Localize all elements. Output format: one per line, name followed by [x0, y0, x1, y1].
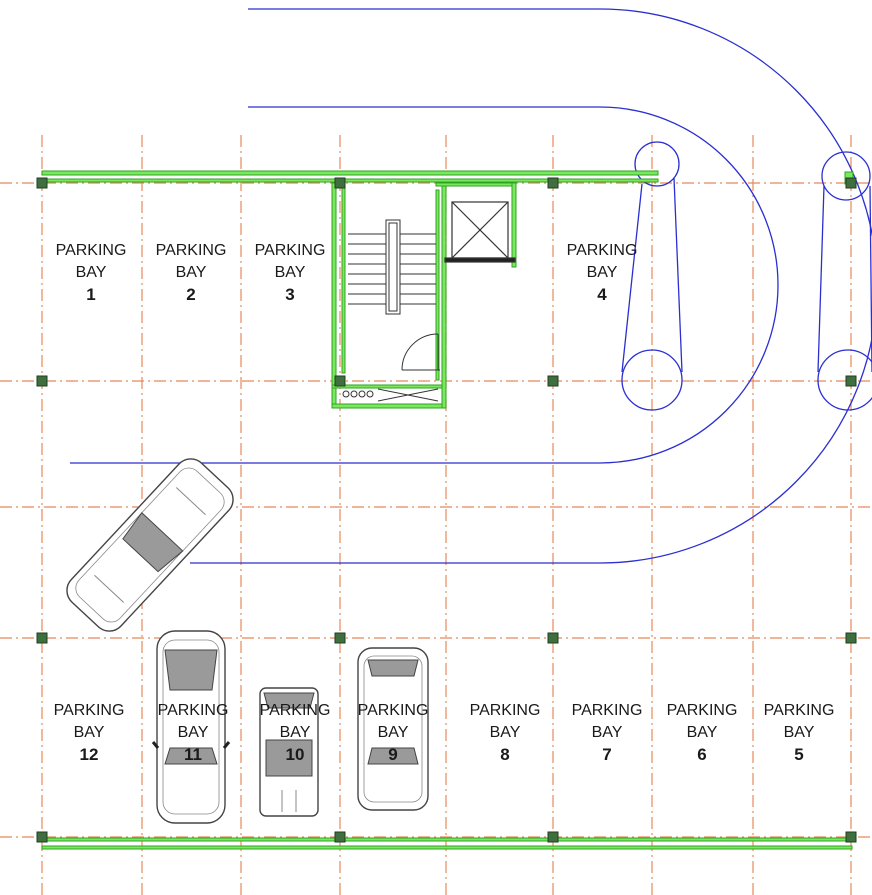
bay-word-parking: PARKING [254, 242, 326, 259]
bay-word-bay: BAY [175, 264, 207, 281]
bay-word-parking: PARKING [155, 242, 227, 259]
parking-bay-11-label: PARKING BAY 11 [138, 700, 248, 766]
bay-number: 9 [388, 745, 398, 764]
car-icon-angled [66, 458, 234, 632]
bay-number: 7 [602, 745, 612, 764]
parking-bay-1-label: PARKING BAY 1 [36, 240, 146, 306]
parking-bay-3-label: PARKING BAY 3 [235, 240, 345, 306]
stair-treads [348, 219, 436, 315]
bay-word-bay: BAY [783, 724, 815, 741]
car-icon-bay-10 [259, 687, 319, 817]
parking-bay-7-label: PARKING BAY 7 [552, 700, 662, 766]
bay-word-bay: BAY [75, 264, 107, 281]
parking-bay-10-label: PARKING BAY 10 [240, 700, 350, 766]
lift-icon [444, 201, 516, 263]
bay-word-bay: BAY [686, 724, 718, 741]
columns [36, 177, 857, 843]
parking-bay-5-label: PARKING BAY 5 [744, 700, 854, 766]
bay-word-parking: PARKING [357, 702, 429, 719]
bay-word-bay: BAY [591, 724, 623, 741]
car-icon-bay-9 [357, 647, 429, 811]
bay-number: 3 [285, 285, 295, 304]
bay-word-parking: PARKING [666, 702, 738, 719]
walls [41, 170, 854, 850]
bay-number: 8 [500, 745, 510, 764]
bay-word-parking: PARKING [55, 242, 127, 259]
bay-word-parking: PARKING [157, 702, 229, 719]
bay-number: 2 [186, 285, 196, 304]
bay-word-bay: BAY [279, 724, 311, 741]
ramp-path [70, 8, 872, 564]
bay-word-bay: BAY [73, 724, 105, 741]
bay-number: 6 [697, 745, 707, 764]
bay-number: 5 [794, 745, 804, 764]
bay-word-bay: BAY [586, 264, 618, 281]
bay-word-parking: PARKING [566, 242, 638, 259]
bay-word-parking: PARKING [571, 702, 643, 719]
bay-word-parking: PARKING [763, 702, 835, 719]
bay-number: 11 [184, 745, 202, 764]
bay-word-bay: BAY [489, 724, 521, 741]
bay-number: 1 [86, 285, 96, 304]
duct-icon [342, 388, 439, 402]
parking-bay-4-label: PARKING BAY 4 [547, 240, 657, 306]
bay-word-parking: PARKING [469, 702, 541, 719]
bay-word-parking: PARKING [53, 702, 125, 719]
parking-bay-9-label: PARKING BAY 9 [338, 700, 448, 766]
parking-bay-2-label: PARKING BAY 2 [136, 240, 246, 306]
car-icon-bay-11 [151, 630, 231, 824]
parking-bay-8-label: PARKING BAY 8 [450, 700, 560, 766]
grid-lines [0, 135, 872, 895]
bay-number: 4 [597, 285, 607, 304]
bay-word-bay: BAY [274, 264, 306, 281]
bay-word-parking: PARKING [259, 702, 331, 719]
bay-number: 10 [285, 745, 305, 764]
door-swing-icon [401, 333, 440, 371]
parking-bay-6-label: PARKING BAY 6 [647, 700, 757, 766]
bay-number: 12 [79, 745, 99, 764]
parking-bay-12-label: PARKING BAY 12 [34, 700, 144, 766]
bay-word-bay: BAY [177, 724, 209, 741]
stair-lift-core [331, 182, 517, 409]
bay-word-bay: BAY [377, 724, 409, 741]
